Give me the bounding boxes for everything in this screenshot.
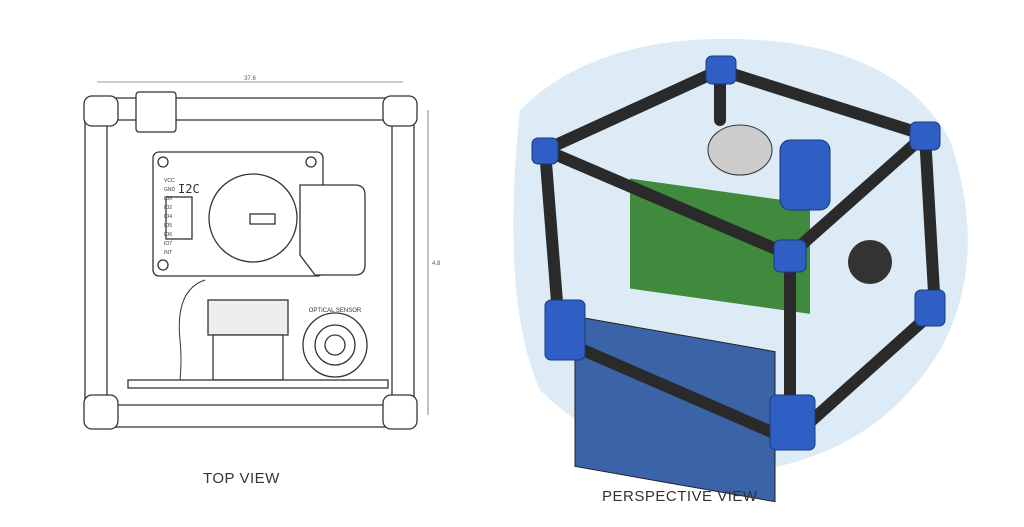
frame-left-rod	[84, 107, 108, 414]
pin-label: IO4	[164, 214, 172, 220]
top-view-caption: TOP VIEW	[203, 470, 280, 487]
optical-sensor-label: OPTICAL SENSOR	[309, 308, 362, 314]
pin-label: IO7	[164, 241, 172, 247]
pin-label: IO0	[164, 196, 172, 202]
servo-clamp	[299, 184, 366, 276]
pin-label: IO2	[164, 205, 172, 211]
pin-label: IO5	[164, 223, 172, 229]
perspective-view-caption: PERSPECTIVE VIEW	[602, 488, 758, 505]
green-pcb	[630, 178, 810, 314]
dimension-height: 4.8	[432, 261, 441, 267]
top-view-drawing: 37.6 4.8 I2C OPTICAL SENSOR	[83, 76, 441, 430]
frame-bottom-rod	[99, 404, 416, 428]
optical-sensor	[302, 312, 368, 378]
pin-label: IO6	[164, 232, 172, 238]
dimension-width: 37.6	[244, 76, 256, 82]
pin-label: VCC	[164, 178, 175, 184]
frame-right-rod	[391, 107, 415, 414]
pin-label: INT	[164, 250, 172, 256]
i2c-label: I2C	[178, 182, 200, 196]
perspective-view-drawing	[513, 38, 968, 503]
pin-labels: VCC GND IO0 IO2 IO4 IO5 IO6 IO7 INT	[164, 178, 176, 256]
coin-cell	[208, 173, 298, 263]
blue-corner-brackets	[531, 55, 946, 451]
pin-label: GND	[164, 187, 176, 193]
